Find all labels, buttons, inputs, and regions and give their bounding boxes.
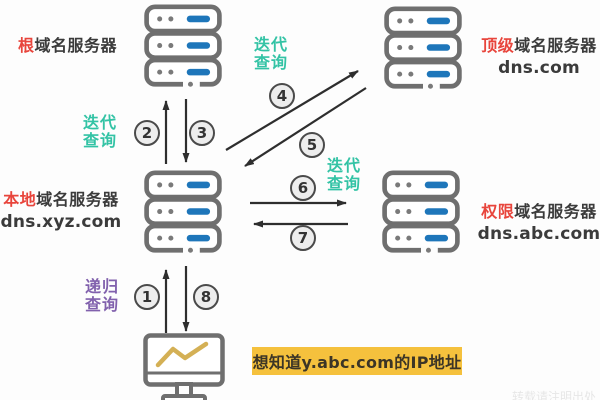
tld-server-domain: dns.com (498, 58, 580, 78)
step-badge-8: 8 (193, 284, 219, 310)
watermark: 转载请注明出处 (512, 390, 597, 400)
recursive-query-label: 递归 查询 (84, 277, 119, 314)
tld-server-label-highlight: 顶级 (481, 36, 515, 55)
local-server-domain: dns.xyz.com (0, 212, 122, 232)
root-server-label-rest: 域名服务器 (34, 36, 118, 55)
auth-server-label: 权限域名服务器 dns.abc.com (477, 201, 600, 245)
client-monitor-icon (143, 333, 225, 400)
step-badge-1: 1 (134, 284, 160, 310)
step-badge-3: 3 (189, 120, 215, 146)
auth-server-label-highlight: 权限 (481, 202, 515, 221)
root-server-rack-icon (144, 4, 222, 88)
local-server-rack-icon (144, 170, 222, 254)
tld-server-label-rest: 域名服务器 (514, 36, 597, 55)
local-server-label: 本地域名服务器 dns.xyz.com (0, 189, 122, 233)
tld-server-rack-icon (384, 6, 462, 90)
step-badge-5: 5 (299, 132, 325, 158)
local-server-label-highlight: 本地 (3, 190, 37, 209)
chart-line-glyph (155, 341, 209, 368)
arrow-step4-local-to-tld (225, 70, 359, 151)
root-server-label-highlight: 根 (18, 36, 35, 55)
step-badge-4: 4 (269, 83, 295, 109)
root-server-label: 根域名服务器 (18, 35, 117, 57)
local-server-label-rest: 域名服务器 (36, 190, 119, 209)
auth-server-rack-icon (382, 170, 460, 254)
iterative-query-label-right: 迭代 查询 (326, 156, 361, 193)
iterative-query-label-left: 迭代 查询 (82, 113, 117, 150)
step-badge-2: 2 (134, 120, 160, 146)
tld-server-label: 顶级域名服务器 dns.com (477, 35, 600, 79)
auth-server-label-rest: 域名服务器 (514, 202, 597, 221)
client-query-badge: 想知道y.abc.com的IP地址 (252, 347, 462, 375)
step-badge-7: 7 (290, 225, 316, 251)
iterative-query-label-top: 迭代 查询 (253, 35, 288, 72)
step-badge-6: 6 (290, 175, 316, 201)
auth-server-domain: dns.abc.com (477, 224, 600, 244)
